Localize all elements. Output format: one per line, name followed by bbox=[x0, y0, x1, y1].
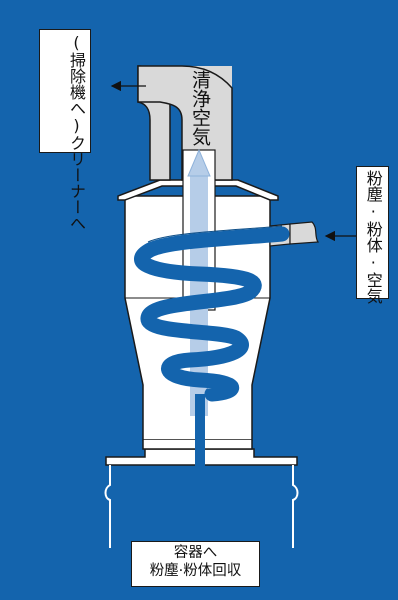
outlet-destination-label: (掃除機へ)クリーナーへ bbox=[39, 29, 91, 231]
clean-air-label: 清浄空気 bbox=[188, 70, 211, 146]
container-clip-left bbox=[104, 465, 111, 548]
outlet-destination-text: (掃除機へ)クリーナーへ bbox=[67, 33, 86, 231]
flow-down-arrow bbox=[188, 488, 212, 512]
container-line-2: 粉塵·粉体回収 bbox=[149, 563, 242, 579]
inlet-text: 粉塵·粉体·空気 bbox=[363, 170, 383, 304]
dust-stream bbox=[195, 394, 205, 489]
inlet-pipe-wavy-end bbox=[289, 221, 320, 245]
container-clip-right bbox=[292, 465, 299, 548]
flow-up-arrow bbox=[187, 148, 211, 177]
cyclone-top-shoulder bbox=[117, 179, 279, 201]
vortex-spiral-outline bbox=[147, 225, 283, 243]
container-line-1: 容器へ bbox=[173, 545, 218, 561]
vortex-spiral bbox=[134, 226, 290, 402]
inlet-label: 粉塵·粉体·空気 bbox=[356, 166, 389, 304]
container-label: 容器へ 粉塵·粉体回収 bbox=[131, 541, 260, 587]
